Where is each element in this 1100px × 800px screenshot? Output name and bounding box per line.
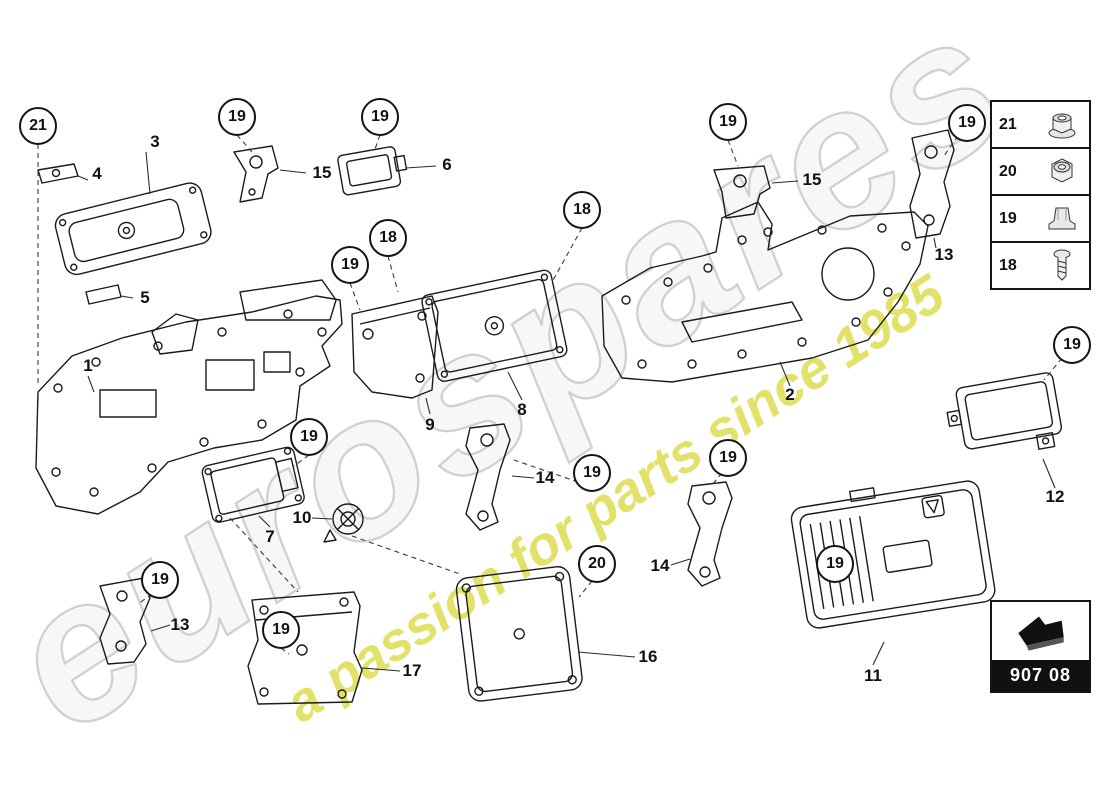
callout-20[interactable]: 20 (578, 545, 616, 583)
part-7-control-module (201, 446, 305, 523)
part-label-15[interactable]: 15 (802, 170, 822, 189)
legend-number: 21 (999, 115, 1017, 133)
part-label-13[interactable]: 13 (934, 245, 954, 264)
part-label-1[interactable]: 1 (83, 356, 93, 375)
part-label-13[interactable]: 13 (170, 615, 190, 634)
callout-19[interactable]: 19 (361, 98, 399, 136)
callout-19[interactable]: 19 (262, 611, 300, 649)
leader-lines (37, 134, 1063, 672)
collar-nut-icon (1048, 207, 1076, 229)
legend-item-19[interactable]: 19 (992, 196, 1089, 243)
part-label-5[interactable]: 5 (140, 288, 150, 307)
legend-item-21[interactable]: 21 (992, 102, 1089, 149)
legend-number: 19 (999, 209, 1017, 227)
callout-18[interactable]: 18 (563, 191, 601, 229)
part-label-16[interactable]: 16 (638, 647, 658, 666)
part-label-7[interactable]: 7 (265, 527, 275, 546)
direction-arrow-icon (992, 602, 1089, 660)
hex-nut-icon (1051, 157, 1073, 183)
part-label-4[interactable]: 4 (92, 164, 102, 183)
part-6-sensor-module (337, 146, 408, 196)
part-label-9[interactable]: 9 (425, 415, 435, 434)
callout-19[interactable]: 19 (573, 454, 611, 492)
part-label-2[interactable]: 2 (785, 385, 795, 404)
part-label-6[interactable]: 6 (442, 155, 452, 174)
part-label-14[interactable]: 14 (650, 556, 670, 575)
callout-19[interactable]: 19 (948, 104, 986, 142)
part-13-bracket (909, 129, 955, 239)
callout-19[interactable]: 19 (1053, 326, 1091, 364)
part-17-retainer-plate (247, 591, 363, 705)
part-14-bracket (687, 481, 733, 587)
part-label-3[interactable]: 3 (150, 132, 160, 151)
diagram-code-box: 907 08 (990, 600, 1091, 693)
legend-number: 18 (999, 256, 1017, 274)
callout-21[interactable]: 21 (19, 107, 57, 145)
legend-item-18[interactable]: 18 (992, 243, 1089, 288)
callout-19[interactable]: 19 (141, 561, 179, 599)
part-label-17[interactable]: 17 (402, 661, 422, 680)
part-12-control-module (946, 372, 1063, 450)
callout-18[interactable]: 18 (369, 219, 407, 257)
part-2-retainer-bracket (601, 201, 929, 383)
fastener-legend: 21 20 19 18 (990, 100, 1091, 290)
part-1-retainer-plate (35, 279, 343, 515)
callout-19[interactable]: 19 (709, 103, 747, 141)
part-label-8[interactable]: 8 (517, 400, 527, 419)
part-9-bracket (351, 295, 439, 399)
part-3-control-unit (54, 182, 212, 276)
part-15-bracket (713, 165, 771, 219)
part-label-12[interactable]: 12 (1045, 487, 1065, 506)
part-11-engine-control-unit (790, 480, 996, 629)
part-16-control-unit (455, 566, 583, 702)
part-label-15[interactable]: 15 (312, 163, 332, 182)
callout-19[interactable]: 19 (218, 98, 256, 136)
callout-19[interactable]: 19 (709, 439, 747, 477)
part-10-sensor (323, 503, 364, 543)
part-13-bracket (99, 577, 151, 665)
flange-nut-icon (1048, 112, 1076, 138)
callout-19[interactable]: 19 (331, 246, 369, 284)
legend-number: 20 (999, 162, 1017, 180)
callout-19[interactable]: 19 (290, 418, 328, 456)
diagram-code: 907 08 (992, 660, 1089, 691)
part-4-retainer-clip (37, 163, 79, 184)
screw-icon (1053, 249, 1071, 281)
legend-item-20[interactable]: 20 (992, 149, 1089, 196)
part-label-10[interactable]: 10 (292, 508, 312, 527)
part-8-control-unit (421, 269, 568, 382)
part-15-bracket (233, 145, 279, 203)
part-5-pad (85, 284, 122, 305)
callout-19[interactable]: 19 (816, 545, 854, 583)
part-14-bracket (465, 423, 511, 531)
part-label-11[interactable]: 11 (864, 666, 882, 685)
part-label-14[interactable]: 14 (535, 468, 555, 487)
